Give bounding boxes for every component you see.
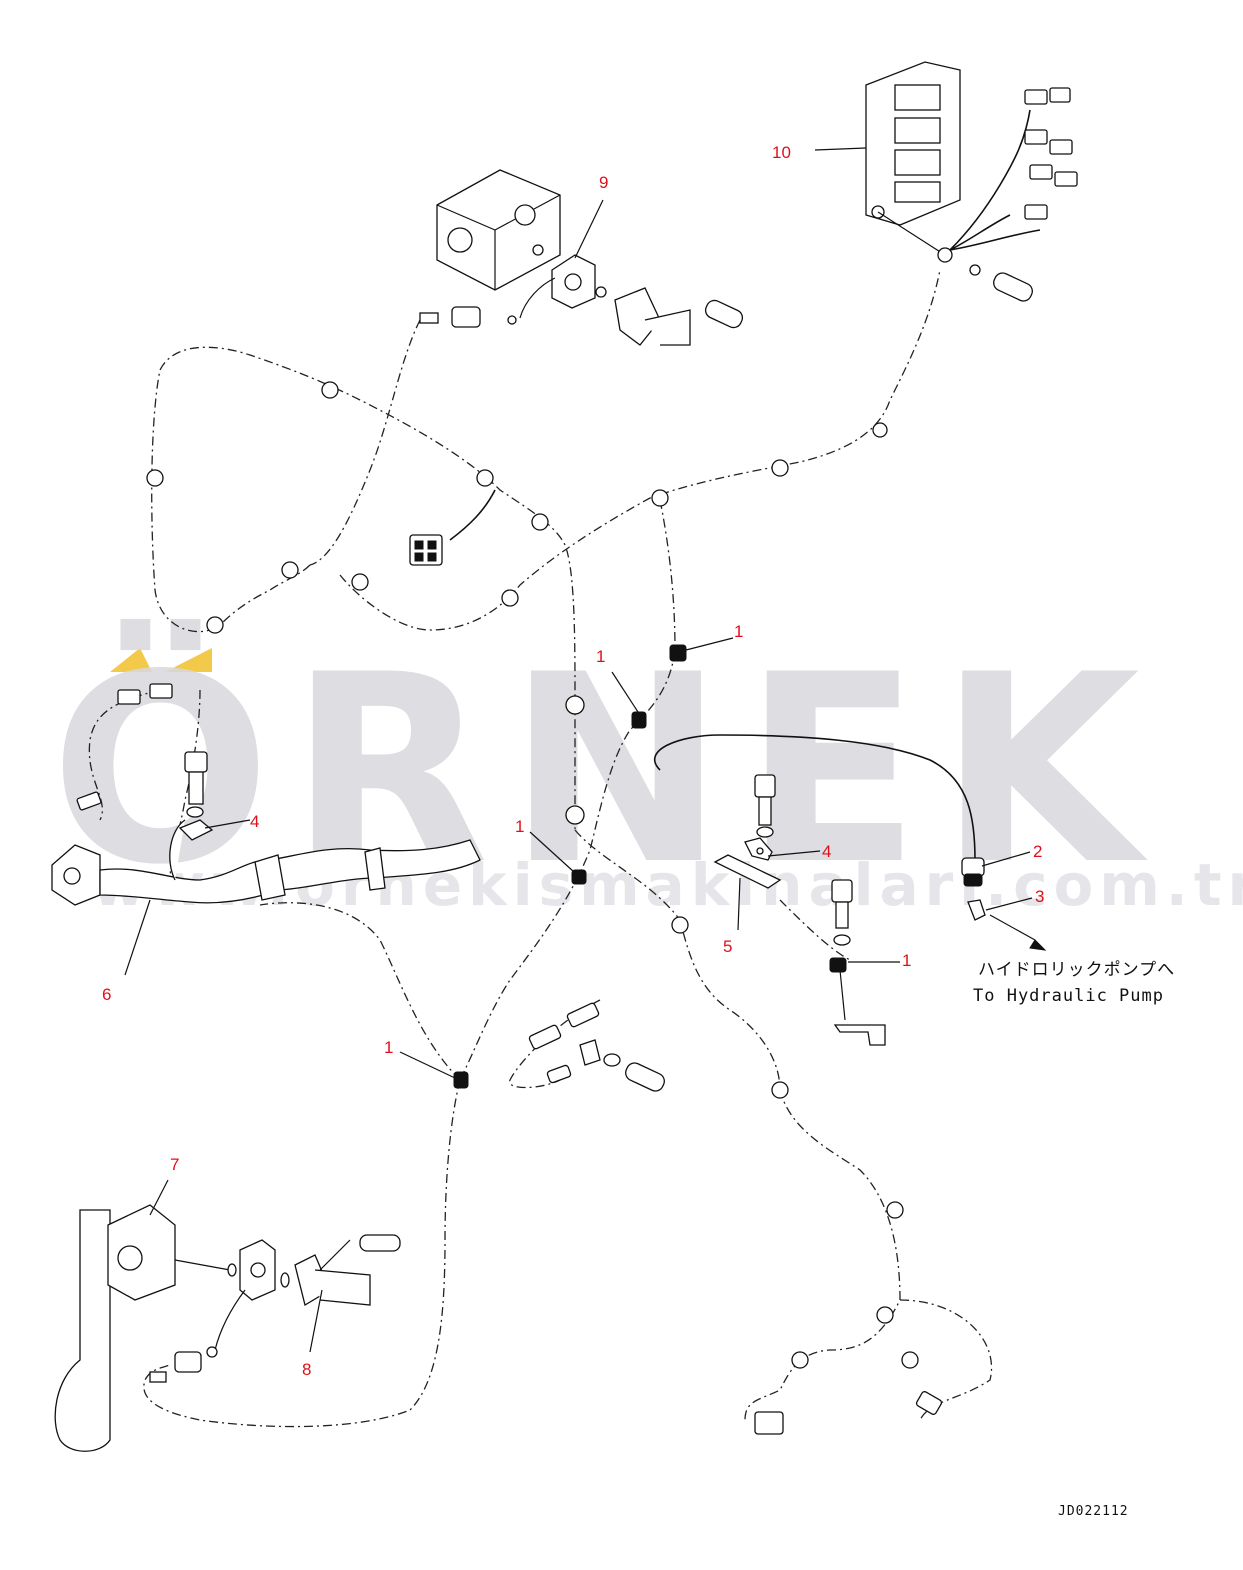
callout-1-a: 1 xyxy=(734,622,743,641)
callout-10: 10 xyxy=(772,143,791,162)
valve-block-upper xyxy=(436,169,561,291)
leader-lines xyxy=(124,147,1033,1353)
pipe-assembly-6 xyxy=(51,751,481,906)
connector-left xyxy=(76,683,173,811)
clamp-items-1 xyxy=(453,644,847,1089)
callout-1-d: 1 xyxy=(384,1038,393,1057)
watermark-accent-left xyxy=(110,648,152,672)
callout-2: 2 xyxy=(1033,842,1042,861)
bolt-washer-center xyxy=(713,774,886,1046)
note-japanese: ハイドロリックポンプへ xyxy=(978,960,1175,980)
connector-center xyxy=(409,534,443,566)
sensor-2-fitting-3 xyxy=(961,857,1047,951)
hose-fitting-upper xyxy=(614,287,744,346)
watermark-accent-right xyxy=(165,648,212,672)
callout-3: 3 xyxy=(1035,887,1044,906)
callouts: 1 1 1 1 1 2 3 4 4 5 6 7 8 9 10 xyxy=(102,143,1044,1379)
callout-7: 7 xyxy=(170,1155,179,1174)
hydraulic-pump-note: ハイドロリックポンプへ To Hydraulic Pump xyxy=(973,960,1175,1006)
callout-6: 6 xyxy=(102,985,111,1004)
switch-block-9 xyxy=(419,254,607,328)
callout-1-c: 1 xyxy=(515,817,524,836)
relay-panel-10 xyxy=(865,61,1078,302)
callout-9: 9 xyxy=(599,173,608,192)
valve-block-7 xyxy=(54,1204,401,1452)
callout-8: 8 xyxy=(302,1360,311,1379)
connector-lower-right xyxy=(754,1391,943,1435)
harness-clamps xyxy=(146,247,953,1369)
callout-4-a: 4 xyxy=(250,812,259,831)
callout-1-e: 1 xyxy=(902,951,911,970)
callout-5: 5 xyxy=(723,937,732,956)
drawing-code: JD022112 xyxy=(1058,1504,1129,1519)
cables xyxy=(449,109,1041,861)
note-english: To Hydraulic Pump xyxy=(973,986,1164,1006)
callout-1-b: 1 xyxy=(596,647,605,666)
callout-4-b: 4 xyxy=(822,842,831,861)
connector-lower-center xyxy=(528,1002,665,1092)
